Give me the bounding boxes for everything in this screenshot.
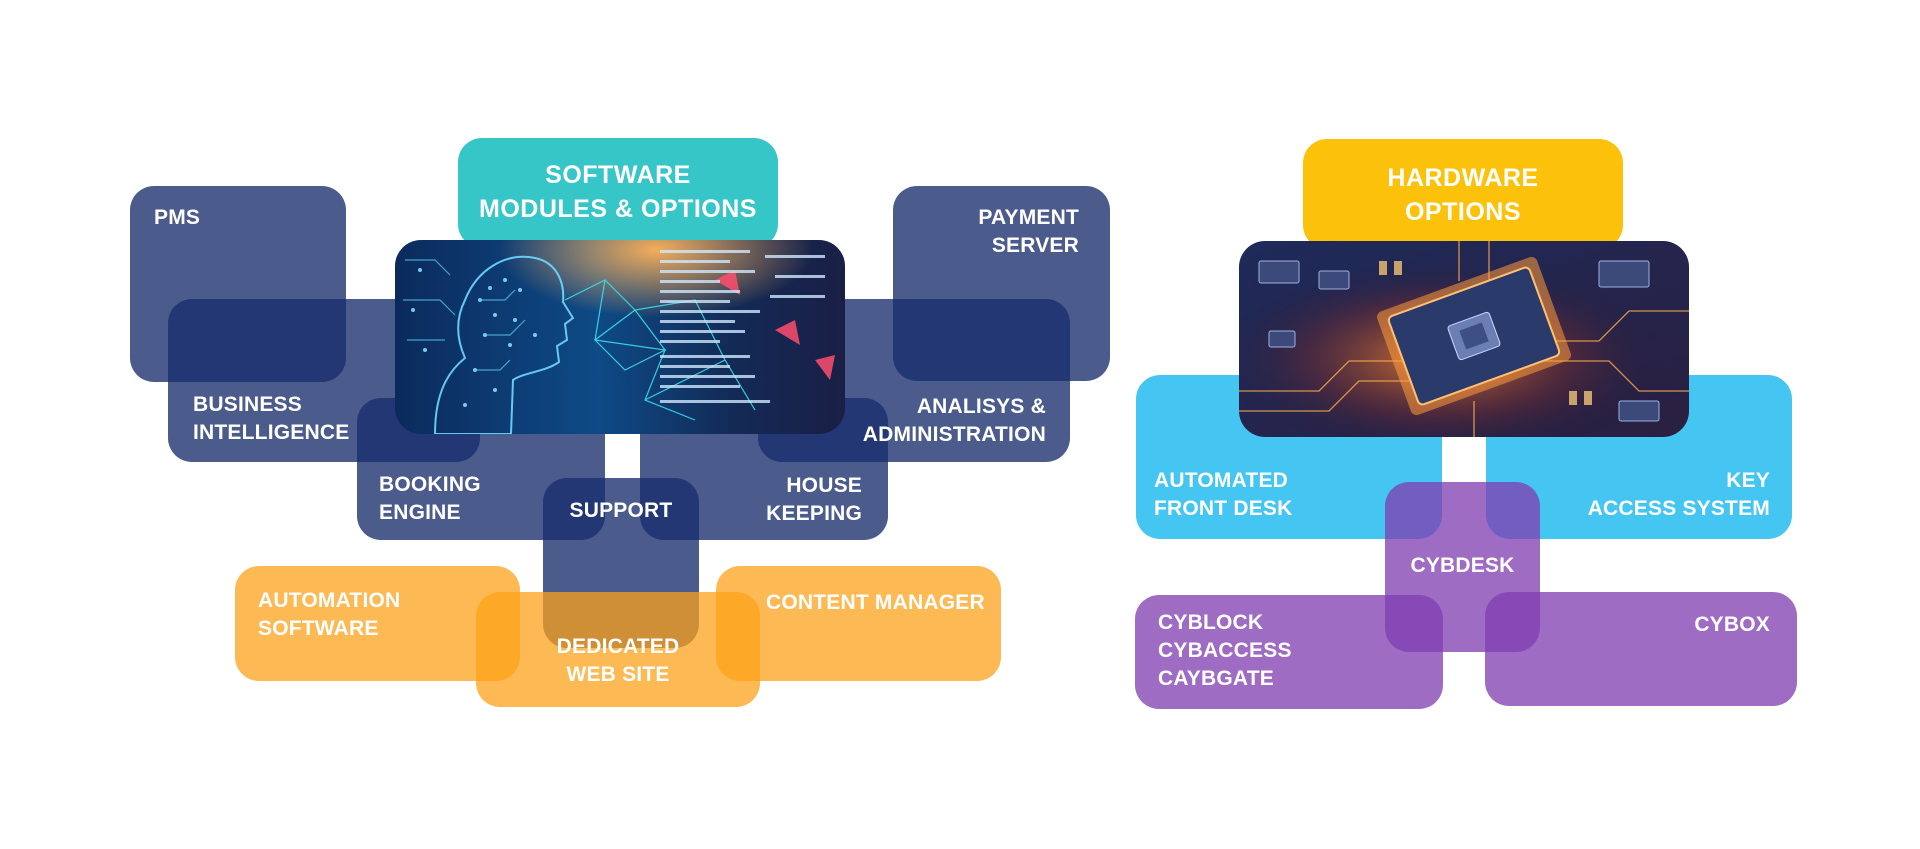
content-manager-label: CONTENT MANAGER	[766, 591, 985, 614]
booking-engine-label: BOOKING ENGINE	[379, 473, 481, 524]
pms-label: PMS	[154, 206, 201, 229]
payment-server-label: PAYMENT SERVER	[978, 206, 1079, 257]
circuit-chip-graphic	[1239, 241, 1689, 437]
cyblock-group-label: CYBLOCK CYBACCESS CAYBGATE	[1158, 611, 1292, 690]
business-intelligence-label: BUSINESS INTELLIGENCE	[193, 393, 350, 444]
software-title: SOFTWARE MODULES & OPTIONS	[479, 161, 757, 223]
cybdesk-label: CYBDESK	[1410, 554, 1515, 577]
cybdesk-box[interactable]	[1385, 482, 1540, 652]
dedicated-web-site-box[interactable]	[476, 592, 760, 707]
ai-head-code-graphic	[395, 240, 845, 434]
house-keeping-label: HOUSE KEEPING	[766, 474, 862, 525]
hardware-title: HARDWARE OPTIONS	[1387, 164, 1539, 226]
content-manager-box[interactable]	[716, 566, 1001, 681]
cybox-label: CYBOX	[1694, 613, 1770, 636]
hardware-title-card	[1303, 139, 1623, 249]
key-access-system-label: KEY ACCESS SYSTEM	[1587, 469, 1770, 520]
automation-software-box[interactable]	[235, 566, 520, 681]
analysis-administration-label: ANALISYS & ADMINISTRATION	[862, 395, 1046, 446]
automation-software-label: AUTOMATION SOFTWARE	[258, 589, 401, 640]
circuit-chip-image	[1239, 241, 1689, 437]
dedicated-web-site-label: DEDICATED WEB SITE	[556, 635, 680, 686]
ai-head-code-image	[395, 240, 845, 434]
support-label: SUPPORT	[569, 499, 673, 522]
software-title-card	[458, 138, 778, 248]
automated-front-desk-label: AUTOMATED FRONT DESK	[1154, 469, 1293, 520]
